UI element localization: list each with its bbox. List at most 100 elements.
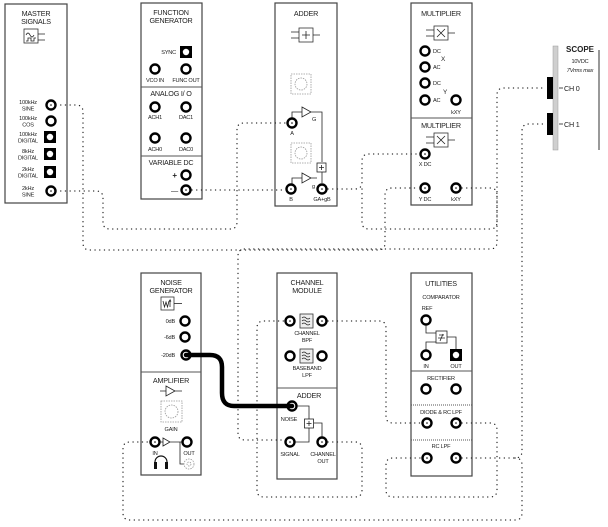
comparator-title: COMPARATOR [422,295,459,301]
channel-out-socket[interactable] [316,436,328,448]
rectifier-in-socket[interactable] [420,383,432,395]
lead-bpf-out-to-diode-in[interactable] [327,320,422,424]
ch0-connector[interactable] [547,77,553,99]
master-output-socket[interactable] [45,99,57,111]
diode-lpf-out-socket[interactable] [450,417,462,429]
scope-edge-strip [552,45,559,151]
gain-small-g-knob[interactable] [290,142,312,164]
y-dc-2-socket[interactable] [419,182,431,194]
master-signals-title-1: MASTER [22,9,51,18]
master-signals-module: MASTER SIGNALS 100kHzSINE100kHzCOS100kHz… [4,3,68,204]
variable-dc-plus-socket[interactable] [180,169,192,181]
rc-lpf-out-socket[interactable] [450,452,462,464]
baseband-lpf-in-socket[interactable] [284,350,296,362]
lead-channel-out-to-bpf-in[interactable] [256,320,363,498]
amplifier-in-socket[interactable] [149,436,161,448]
baseband-lpf-out-socket[interactable] [316,350,328,362]
y-ac-socket[interactable] [419,94,431,106]
scope-title: SCOPE [566,45,595,54]
gain-g-knob[interactable] [290,73,312,95]
function-generator-title-2: GENERATOR [149,16,192,25]
multiplier-1-title: MULTIPLIER [421,9,461,18]
sync-socket[interactable] [180,46,192,58]
ref-label: REF [422,306,433,312]
input-b-socket[interactable] [285,183,297,195]
y-label: Y [443,89,448,96]
ach0-socket[interactable] [149,132,161,144]
master-output-label: 8kHz [22,149,34,155]
channel-sum-icon [304,418,314,429]
comparator-in-label: IN [423,364,428,370]
comparator-out-label: OUT [450,364,462,370]
cable-noise-20db-to-noise-in[interactable] [183,352,295,409]
comparator-out-socket[interactable] [450,349,462,361]
lead-adder-out-to-x-dc[interactable] [327,153,420,190]
master-output-socket[interactable] [44,131,56,143]
lead-100khz-sine-to-y-dc[interactable] [55,104,420,251]
noise-generator-title-1: NOISE [160,278,182,287]
amplifier-out-socket[interactable] [181,436,193,448]
master-output-socket[interactable] [44,166,56,178]
kxy-2-socket[interactable] [450,182,462,194]
ac-label: AC [433,65,441,71]
rectifier-out-socket[interactable] [450,383,462,395]
master-output-label: SINE [22,107,35,113]
channel-bpf-label-1: CHANNEL [294,331,319,337]
noise-6db-socket[interactable] [179,331,191,343]
diode-lpf-in-socket[interactable] [421,417,433,429]
lead-rc-lpf-out-to-ch1[interactable] [461,123,547,459]
noise-20db-label: -20dB [161,353,175,359]
master-signals-title-2: SIGNALS [21,17,51,26]
adder-module: ADDER G A g B GA+gB [274,2,338,207]
master-output-socket[interactable] [44,148,56,160]
ach0-label: ACH0 [148,147,162,153]
ref-socket[interactable] [420,314,432,326]
multiply-icon [426,132,455,148]
multiplier-2-title: MULTIPLIER [421,121,461,130]
master-output-label: 100kHz [19,132,37,138]
multiplier-module: MULTIPLIER DC X AC DC Y AC kXY MULTIPLIE… [410,2,473,206]
headphone-jack-socket[interactable] [183,458,195,470]
x-dc-socket[interactable] [419,45,431,57]
ach1-label: ACH1 [148,115,162,121]
comparator-icon [435,330,448,344]
gain-small-label: g [312,184,315,190]
scope-spec-1: 10VDC [571,59,588,65]
master-output-label: COS [22,123,34,129]
gain-big-label: G [312,117,316,123]
y-dc-socket[interactable] [419,77,431,89]
channel-bpf-out-socket[interactable] [316,315,328,327]
ch1-connector[interactable] [547,113,553,135]
dc-label: DC [433,81,441,87]
rectifier-title: RECTIFIER [427,376,455,382]
headphone-jack-trace [179,442,184,465]
channel-bpf-label-2: BPF [302,338,313,344]
func-out-socket[interactable] [180,63,192,75]
variable-dc-title: VARIABLE DC [149,158,194,167]
dac1-socket[interactable] [180,101,192,113]
ch0-label: CH 0 [564,84,580,93]
adder-output-socket[interactable] [316,183,328,195]
kxy-1-socket[interactable] [450,94,462,106]
noise-0db-socket[interactable] [179,315,191,327]
dc-label: DC [433,49,441,55]
x-ac-socket[interactable] [419,61,431,73]
lead-2khz-sine-to-adder-a[interactable] [55,122,287,230]
vco-in-socket[interactable] [149,63,161,75]
master-output-socket[interactable] [45,115,57,127]
master-output-socket[interactable] [45,185,57,197]
variable-dc-minus-socket[interactable] [180,184,192,196]
minus-label: — [171,186,179,195]
noise-6db-label: -6dB [164,335,175,341]
dac0-socket[interactable] [180,132,192,144]
channel-adder-traces [295,405,323,443]
lead-adder-out-to-ch0[interactable] [361,87,547,230]
channel-bpf-in-socket[interactable] [284,315,296,327]
rc-lpf-in-socket[interactable] [421,452,433,464]
signal-in-socket[interactable] [284,436,296,448]
amplifier-gain-knob[interactable] [160,400,183,423]
input-a-socket[interactable] [286,117,298,129]
x-dc-2-socket[interactable] [419,148,431,160]
comparator-in-socket[interactable] [420,349,432,361]
ach1-socket[interactable] [149,101,161,113]
